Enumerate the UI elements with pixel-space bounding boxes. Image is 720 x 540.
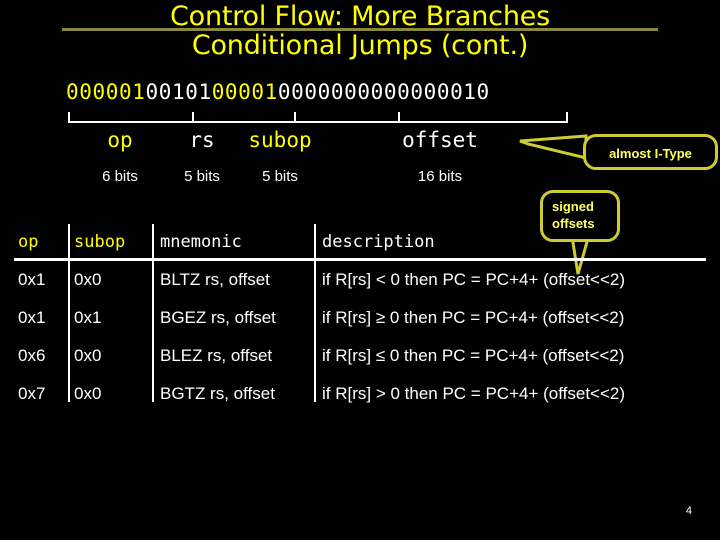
bits-rs-field: 00101 bbox=[145, 80, 212, 104]
cell-subop: 0x0 bbox=[74, 346, 102, 365]
bits-subop-field: 00001 bbox=[211, 80, 278, 104]
cell-description: if R[rs] ≥ 0 then PC = PC+4+ (offset<<2) bbox=[322, 308, 625, 327]
bracket-tick-subop-offset bbox=[398, 112, 400, 123]
field-width-offset: 16 bits bbox=[417, 168, 463, 185]
table-header-rule bbox=[14, 258, 706, 261]
field-label-op: op bbox=[107, 128, 133, 152]
bracket-tick-end bbox=[566, 112, 568, 123]
table-column-divider-1 bbox=[68, 224, 70, 402]
callout-signed-line-2: offsets bbox=[552, 216, 595, 231]
cell-mnemonic: BGTZ rs, offset bbox=[160, 384, 275, 403]
cell-description: if R[rs] > 0 then PC = PC+4+ (offset<<2) bbox=[322, 384, 626, 403]
field-brackets bbox=[68, 112, 568, 124]
cell-description: if R[rs] < 0 then PC = PC+4+ (offset<<2) bbox=[322, 270, 626, 289]
table-header-mnemonic: mnemonic bbox=[160, 232, 242, 252]
page-number: 4 bbox=[685, 505, 692, 517]
table-column-divider-2 bbox=[152, 224, 154, 402]
callout-signed-offsets: signed offsets bbox=[540, 190, 620, 242]
field-label-rs: rs bbox=[189, 128, 215, 152]
bits-offset-field: 0000000000000010 bbox=[277, 80, 490, 104]
field-width-subop: 5 bits bbox=[262, 168, 298, 185]
field-label-offset: offset bbox=[402, 128, 478, 152]
bracket-tick-op-rs bbox=[192, 112, 194, 123]
bits-op-field: 000001 bbox=[66, 80, 146, 104]
cell-subop: 0x1 bbox=[74, 308, 102, 327]
callout-almost-i-type: almost I-Type bbox=[583, 134, 718, 170]
bracket-bar bbox=[68, 121, 568, 123]
callout-signed-line-1: signed bbox=[552, 199, 594, 214]
cell-mnemonic: BLTZ rs, offset bbox=[160, 270, 270, 289]
table-header-description: description bbox=[322, 232, 435, 252]
bracket-tick-start bbox=[68, 112, 70, 123]
cell-description: if R[rs] ≤ 0 then PC = PC+4+ (offset<<2) bbox=[322, 346, 625, 365]
cell-subop: 0x0 bbox=[74, 270, 102, 289]
table-header-op: op bbox=[18, 232, 39, 252]
table-column-divider-3 bbox=[314, 224, 316, 402]
table-header-subop: subop bbox=[74, 232, 126, 252]
field-label-subop: subop bbox=[248, 128, 312, 152]
cell-op: 0x6 bbox=[18, 346, 46, 365]
instruction-bitstring: 00000100101000010000000000000010 bbox=[66, 80, 490, 104]
title-divider-rule bbox=[62, 28, 658, 31]
page-title: Control Flow: More Branches bbox=[169, 1, 551, 32]
cell-subop: 0x0 bbox=[74, 384, 102, 403]
cell-mnemonic: BGEZ rs, offset bbox=[160, 308, 276, 327]
callout-tail-almost-i-type bbox=[519, 134, 588, 160]
bracket-tick-rs-subop bbox=[294, 112, 296, 123]
field-width-op: 6 bits bbox=[102, 168, 138, 185]
field-width-rs: 5 bits bbox=[184, 168, 220, 185]
cell-op: 0x1 bbox=[18, 270, 46, 289]
branch-instruction-table: op subop mnemonic description 0x1 0x0 BL… bbox=[0, 224, 720, 404]
cell-mnemonic: BLEZ rs, offset bbox=[160, 346, 273, 365]
cell-op: 0x7 bbox=[18, 384, 46, 403]
cell-op: 0x1 bbox=[18, 308, 46, 327]
page-subtitle: Conditional Jumps (cont.) bbox=[191, 30, 529, 61]
